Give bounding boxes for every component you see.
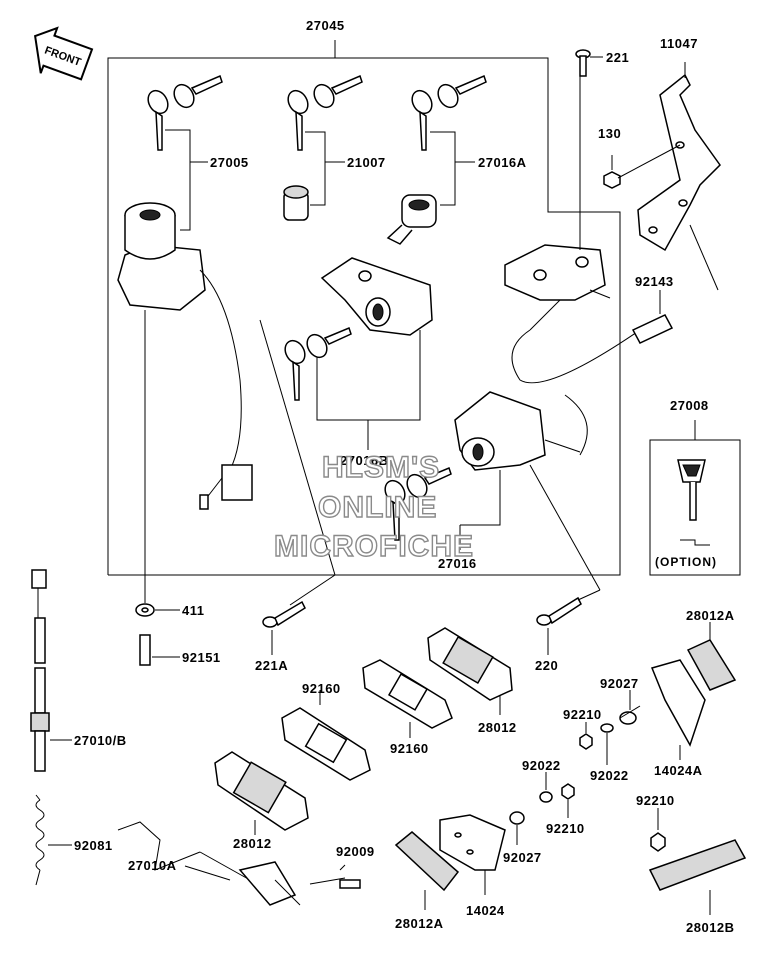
label-92009: 92009 [336, 844, 375, 859]
label-27010a: 27010A [128, 858, 177, 873]
washer-92022-mid [539, 772, 553, 803]
label-27016b: 27016B [340, 453, 389, 468]
pad-28012a-bot [394, 831, 460, 910]
label-92143: 92143 [635, 274, 674, 289]
collar-92027-bot [509, 811, 525, 845]
switch-27010b [30, 569, 72, 772]
switch-27010a [117, 821, 346, 906]
watermark: HLSM'S ONLINE MICROFICHE [273, 450, 474, 563]
option-key-box [649, 420, 741, 576]
bracket-14024 [439, 814, 506, 895]
label-92081: 92081 [74, 838, 113, 853]
washer-92022-top [600, 723, 614, 765]
washer-411 [135, 310, 180, 617]
nut-92210-mid [561, 783, 575, 818]
bracket-11047 [637, 62, 721, 252]
watermark-line-2: ONLINE [318, 491, 437, 524]
label-92022-b: 92022 [590, 768, 629, 783]
spring-92081 [35, 794, 72, 886]
lock-cylinder-21007 [283, 185, 309, 221]
collar-92027-top [619, 690, 641, 725]
key-set-27005 [147, 74, 223, 231]
screw-220 [529, 464, 601, 655]
key-set-21007 [287, 74, 363, 206]
bracket-14024a [650, 659, 706, 760]
label-221a: 221A [255, 658, 288, 673]
label-92210-mid: 92210 [546, 821, 585, 836]
seat-lock-mechanism [504, 60, 641, 456]
label-27008: 27008 [670, 398, 709, 413]
helmet-lock [384, 391, 581, 550]
label-411: 411 [182, 603, 204, 618]
spacer-92143 [631, 224, 719, 344]
gasket-92160-lower [281, 690, 371, 781]
watermark-line-3: MICROFICHE [274, 530, 474, 563]
label-92027-bot: 92027 [503, 850, 542, 865]
label-92160-a: 92160 [302, 681, 341, 696]
label-92210-top: 92210 [563, 707, 602, 722]
label-92151: 92151 [182, 650, 221, 665]
bolt-92151 [139, 634, 180, 666]
bolt-130 [603, 144, 681, 189]
front-arrow-icon: FRONT [33, 26, 94, 81]
lock-cylinder-27016a [386, 194, 437, 245]
pad-28012-lower [214, 751, 309, 835]
label-221: 221 [606, 50, 629, 65]
label-92027-top: 92027 [600, 676, 639, 691]
label-28012-left: 28012 [233, 836, 272, 851]
label-92210-right: 92210 [636, 793, 675, 808]
label-220: 220 [535, 658, 558, 673]
label-28012a-bot: 28012A [395, 916, 444, 931]
label-14024a: 14024A [654, 763, 703, 778]
label-27005: 27005 [210, 155, 249, 170]
screw-221a [259, 319, 336, 655]
assembly-frame [107, 40, 621, 576]
seat-lock-bracket [284, 257, 433, 450]
label-28012-top: 28012 [478, 720, 517, 735]
label-92022-a: 92022 [522, 758, 561, 773]
ignition-switch [117, 202, 253, 510]
nut-92210-right [650, 808, 666, 852]
label-21007: 21007 [347, 155, 386, 170]
pad-28012b [648, 839, 747, 915]
label-28012b: 28012B [686, 920, 735, 935]
pad-28012-upper [427, 627, 513, 715]
nut-92210-top [579, 722, 593, 750]
label-27010b: 27010/B [74, 733, 127, 748]
label-27016: 27016 [438, 556, 477, 571]
label-11047: 11047 [660, 36, 698, 51]
label-28012a-top: 28012A [686, 608, 735, 623]
bolt-221 [575, 49, 603, 77]
gasket-92160-upper [362, 659, 453, 738]
label-14024: 14024 [466, 903, 505, 918]
label-130: 130 [598, 126, 621, 141]
key-set-27016a [411, 74, 487, 206]
label-27016a: 27016A [478, 155, 527, 170]
pad-28012a-top [686, 622, 737, 691]
watermark-line-1: HLSM'S [322, 451, 440, 484]
label-92160-b: 92160 [390, 741, 429, 756]
option-label: (OPTION) [655, 555, 717, 569]
label-27045: 27045 [306, 18, 345, 33]
bolt-92009 [339, 864, 361, 889]
